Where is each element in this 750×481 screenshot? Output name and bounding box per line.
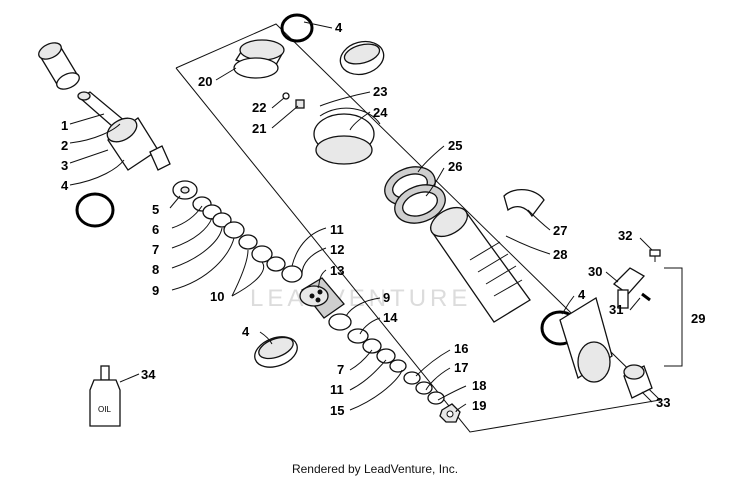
small-o-ring-22 [282,92,290,100]
leader-lines [69,21,653,413]
label-26: 26 [448,159,462,174]
watermark: LEADVENTURE [250,285,471,312]
label-2: 2 [61,138,68,153]
piston [299,277,345,319]
valve-assembly-30 [612,267,646,309]
assembly-frame-lower [175,67,661,433]
label-17: 17 [454,360,468,375]
label-23: 23 [373,84,387,99]
label-24: 24 [373,105,388,120]
spring-retainer-27 [503,189,545,218]
seal-bushing-4 [254,336,298,368]
reservoir-cap-20 [233,39,285,79]
label-29: 29 [691,311,705,326]
label-21: 21 [252,121,266,136]
label-28: 28 [553,247,567,262]
label-34: 34 [141,367,156,382]
bushing-33 [623,364,653,399]
eyelet-bushing [38,42,80,90]
label-7-upper: 7 [152,242,159,257]
label-6: 6 [152,222,159,237]
callout-labels: 1 2 3 4 5 6 7 8 9 10 11 12 13 9 14 4 7 1… [61,20,705,418]
damper-body-2 [106,117,171,171]
label-9-right: 9 [383,290,390,305]
label-4-left: 4 [61,178,69,193]
label-1: 1 [61,118,68,133]
group-bracket-29 [664,267,683,367]
nut-19 [439,403,461,423]
label-16: 16 [454,341,468,356]
label-5: 5 [152,202,159,217]
label-9-left: 9 [152,283,159,298]
valve-21 [295,99,305,109]
lock-ring-26 [394,184,446,224]
bolt-32 [649,249,661,262]
oil-bottle-34: OIL [89,365,121,427]
label-12: 12 [330,242,344,257]
label-27: 27 [553,223,567,238]
footer-credit: Rendered by LeadVenture, Inc. [291,462,459,476]
label-7-lower: 7 [337,362,344,377]
label-25: 25 [448,138,462,153]
lower-shim-stack [328,313,445,405]
label-18: 18 [472,378,486,393]
reservoir-body-28 [430,206,531,323]
label-10: 10 [210,289,224,304]
label-14: 14 [383,310,398,325]
shim-stack [172,180,303,283]
assembly-frame [175,23,661,401]
label-32: 32 [618,228,632,243]
label-20: 20 [198,74,212,89]
bushing-4-top [339,40,385,76]
label-11-upper: 11 [330,222,344,237]
shock-absorber-exploded-diagram: LEADVENTURE [38,13,705,433]
label-3: 3 [61,158,68,173]
label-15: 15 [330,403,344,418]
label-30: 30 [588,264,602,279]
label-33: 33 [656,395,670,410]
spring-clip-23-24 [313,107,381,165]
label-4-top: 4 [335,20,343,35]
lower-body [559,296,613,383]
label-4-right: 4 [578,287,586,302]
label-8: 8 [152,262,159,277]
o-ring-top [280,13,314,43]
label-22: 22 [252,100,266,115]
label-31: 31 [609,302,623,317]
o-ring-31 [641,292,651,302]
label-11-lower: 11 [330,382,344,397]
label-4-bushing: 4 [242,324,250,339]
label-13: 13 [330,263,344,278]
o-ring-left [75,192,115,228]
oil-bottle-text: OIL [98,405,111,414]
label-19: 19 [472,398,486,413]
